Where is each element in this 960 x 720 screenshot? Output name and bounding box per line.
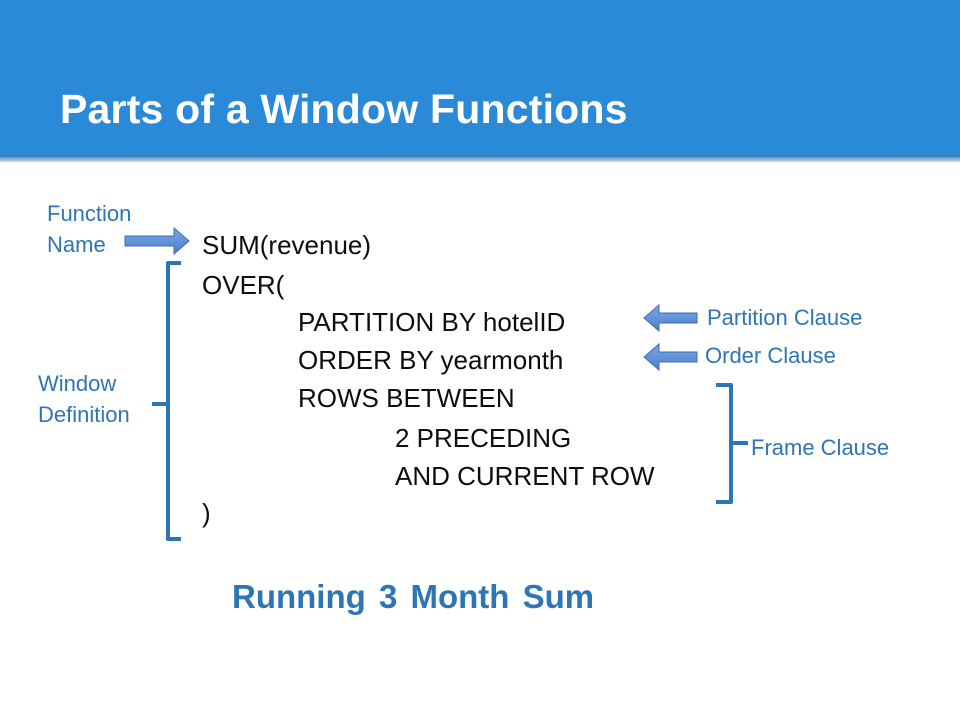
code-line-close-paren: ) bbox=[202, 498, 211, 528]
code-line-sum: SUM(revenue) bbox=[202, 230, 372, 260]
code-line-preceding: 2 PRECEDING bbox=[395, 423, 572, 453]
partition-clause-arrow-icon bbox=[643, 303, 698, 333]
code-line-current-row: AND CURRENT ROW bbox=[395, 461, 655, 491]
code-line-rows-between: ROWS BETWEEN bbox=[298, 383, 515, 413]
code-line-over: OVER( bbox=[202, 270, 285, 300]
function-name-label-line2: Name bbox=[47, 232, 106, 257]
partition-clause-label: Partition Clause bbox=[707, 305, 863, 330]
code-line-order-by: ORDER BY yearmonth bbox=[298, 345, 564, 375]
window-definition-label-line2: Definition bbox=[38, 402, 130, 427]
title-bar-shadow bbox=[0, 155, 960, 162]
window-definition-brace bbox=[152, 261, 181, 541]
function-name-label-line1: Function bbox=[47, 201, 132, 226]
function-name-arrow-icon bbox=[124, 226, 190, 256]
order-clause-arrow-icon bbox=[643, 342, 698, 372]
window-definition-label-line1: Window bbox=[38, 371, 117, 396]
slide-title: Parts of a Window Functions bbox=[60, 86, 628, 132]
order-clause-label: Order Clause bbox=[705, 343, 836, 368]
code-line-partition-by: PARTITION BY hotelID bbox=[298, 307, 566, 337]
frame-clause-label: Frame Clause bbox=[751, 435, 890, 460]
frame-clause-brace bbox=[716, 383, 748, 504]
running-sum-caption: Running 3 Month Sum bbox=[232, 578, 595, 615]
title-bar bbox=[0, 0, 960, 155]
